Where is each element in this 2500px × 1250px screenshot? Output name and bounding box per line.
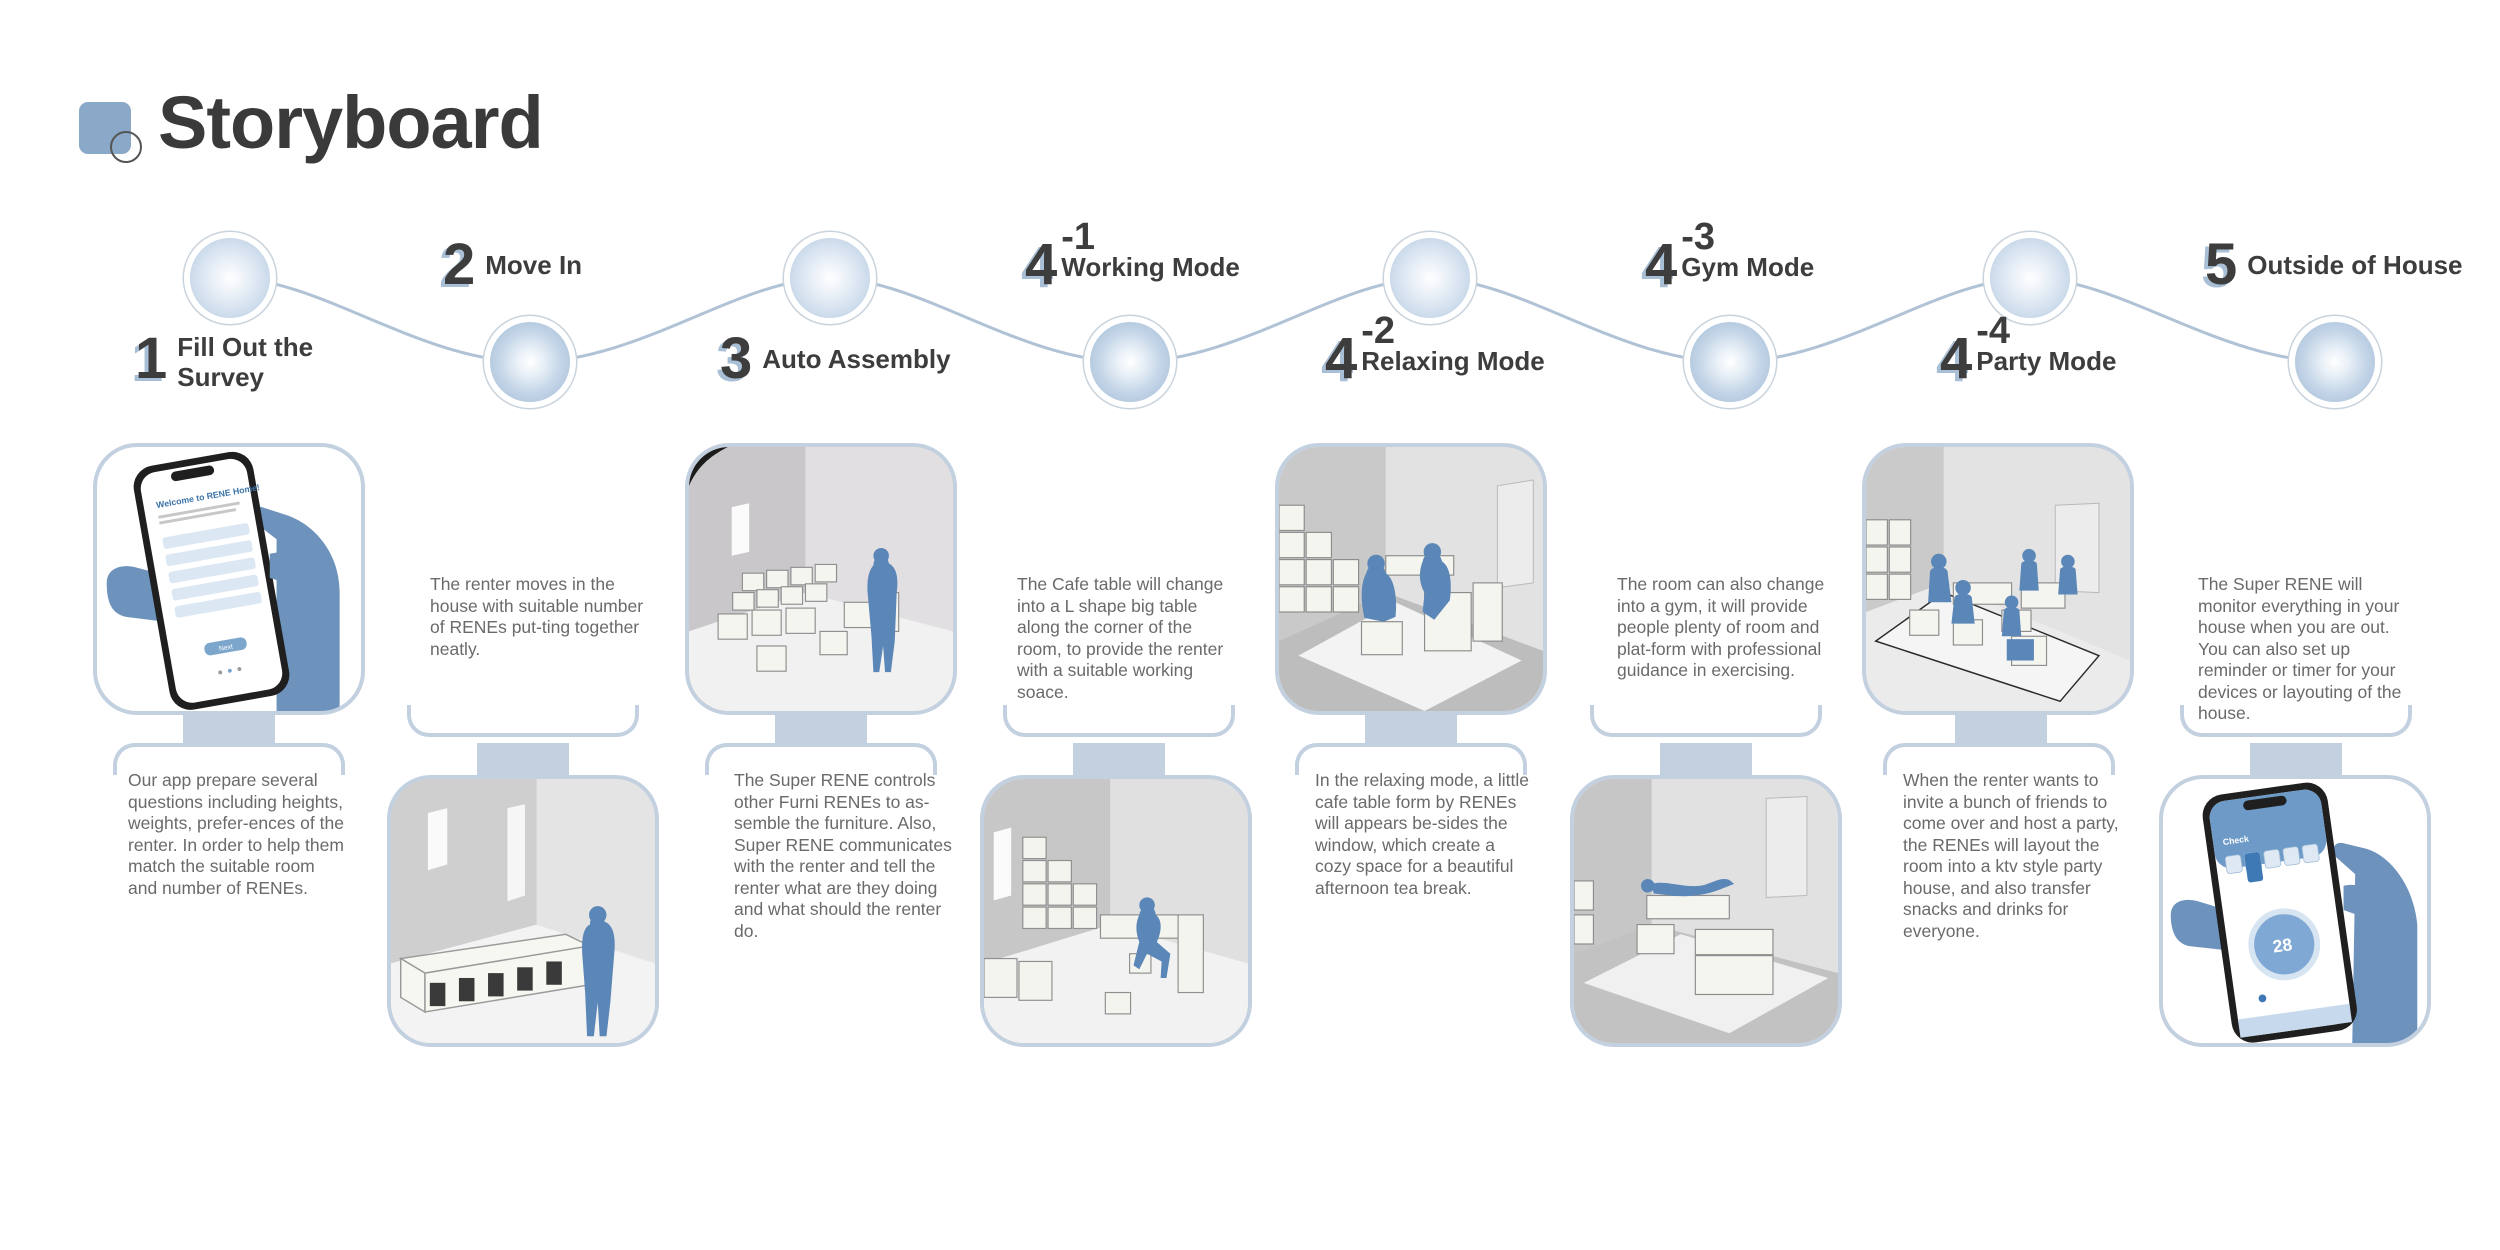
step-label-4-1: 4 -1 Working Mode xyxy=(1025,218,1240,297)
step-sub-number: -2 xyxy=(1361,310,1396,352)
bracket-4-1 xyxy=(1003,705,1235,737)
logo-ring-icon xyxy=(110,131,142,163)
step-title: Fill Out the xyxy=(177,332,314,362)
step-label-2: 2 Move In xyxy=(443,236,582,294)
auto-assembly-room-illustration xyxy=(689,447,953,711)
step-label-1: 1 Fill Out the Survey xyxy=(135,326,314,393)
connector-stem-2 xyxy=(477,743,569,775)
storyboard-frame-4-2 xyxy=(1275,443,1547,715)
step-title-line2: Survey xyxy=(177,362,264,392)
move-in-room-illustration xyxy=(391,779,655,1043)
step-sub-number: -4 xyxy=(1976,310,2011,352)
step-label-4-3: 4 -3 Gym Mode xyxy=(1645,218,1815,297)
step-label-5: 5 Outside of House xyxy=(2205,236,2463,294)
step-number: 3 xyxy=(720,326,753,391)
step-number: 4 xyxy=(1025,232,1058,297)
step-description-2: The renter moves in the house with suita… xyxy=(430,574,644,659)
bracket-3 xyxy=(705,743,937,775)
step-title: Outside of House xyxy=(2247,250,2463,280)
step-label-4-2: 4 -2 Relaxing Mode xyxy=(1325,312,1545,391)
step-description-1: Our app prepare several questions includ… xyxy=(128,770,344,898)
relaxing-mode-room-illustration xyxy=(1279,447,1543,711)
step-title: Relaxing Mode xyxy=(1361,346,1545,376)
working-mode-room-illustration xyxy=(984,779,1248,1043)
step-number: 5 xyxy=(2205,232,2238,297)
bracket-1 xyxy=(113,743,345,775)
page-title: Storyboard xyxy=(158,81,544,164)
connector-stem-5 xyxy=(2250,743,2342,775)
step-description-4-3: The room can also change into a gym, it … xyxy=(1617,574,1825,680)
step-sub-number: -1 xyxy=(1061,216,1096,258)
bracket-4-2 xyxy=(1295,743,1527,775)
monitor-heading: Check xyxy=(2222,834,2249,848)
timeline-node-1 xyxy=(190,238,270,318)
step-title: Party Mode xyxy=(1976,346,2117,376)
step-title: Gym Mode xyxy=(1681,252,1815,282)
storyboard-frame-5: Check 28 xyxy=(2159,775,2431,1047)
timeline-node-5 xyxy=(1390,238,1470,318)
step-sub-number: -3 xyxy=(1681,216,1716,258)
step-title: Auto Assembly xyxy=(762,344,951,374)
party-mode-room-illustration xyxy=(1866,447,2130,711)
timeline-node-4 xyxy=(1090,322,1170,402)
phone-survey-illustration: Welcome to RENE Home! Next xyxy=(106,451,340,711)
monitor-temperature: 28 xyxy=(2271,934,2293,957)
step-description-4-1: The Cafe table will change into a L shap… xyxy=(1017,574,1224,702)
connector-stem-4-4 xyxy=(1955,711,2047,743)
timeline-node-8 xyxy=(2295,322,2375,402)
connector-stem-3 xyxy=(775,711,867,743)
step-title: Move In xyxy=(485,250,583,280)
step-description-5: The Super RENE will monitor everything i… xyxy=(2198,574,2402,723)
step-number: 4 xyxy=(1940,326,1973,391)
step-label-4-4: 4 -4 Party Mode xyxy=(1940,312,2117,391)
connector-stem-4-2 xyxy=(1365,711,1457,743)
timeline-node-3 xyxy=(790,238,870,318)
step-number: 4 xyxy=(1645,232,1678,297)
step-number: 1 xyxy=(135,326,168,391)
step-number: 2 xyxy=(443,232,476,297)
connector-stem-4-3 xyxy=(1660,743,1752,775)
connector-stem-4-1 xyxy=(1073,743,1165,775)
storyboard-frame-4-1 xyxy=(980,775,1252,1047)
phone-monitor-illustration: Check 28 xyxy=(2170,782,2418,1043)
storyboard-frame-1: Welcome to RENE Home! Next xyxy=(93,443,365,715)
step-description-4-4: When the renter wants to invite a bunch … xyxy=(1903,770,2119,941)
gym-mode-room-illustration xyxy=(1574,779,1838,1043)
step-description-4-2: In the relaxing mode, a little cafe tabl… xyxy=(1315,770,1530,898)
timeline-node-7 xyxy=(1990,238,2070,318)
bracket-5 xyxy=(2180,705,2412,737)
step-number: 4 xyxy=(1325,326,1358,391)
storyboard-frame-3 xyxy=(685,443,957,715)
storyboard-frame-4-4 xyxy=(1862,443,2134,715)
bracket-2 xyxy=(407,705,639,737)
step-title: Working Mode xyxy=(1061,252,1240,282)
timeline-node-6 xyxy=(1690,322,1770,402)
storyboard-frame-2 xyxy=(387,775,659,1047)
step-label-3: 3 Auto Assembly xyxy=(720,330,951,388)
step-description-3: The Super RENE controls other Furni RENE… xyxy=(734,770,952,941)
connector-stem-1 xyxy=(183,711,275,743)
storyboard-frame-4-3 xyxy=(1570,775,1842,1047)
bracket-4-4 xyxy=(1883,743,2115,775)
survey-next-button: Next xyxy=(219,644,234,653)
bracket-4-3 xyxy=(1590,705,1822,737)
timeline-node-2 xyxy=(490,322,570,402)
